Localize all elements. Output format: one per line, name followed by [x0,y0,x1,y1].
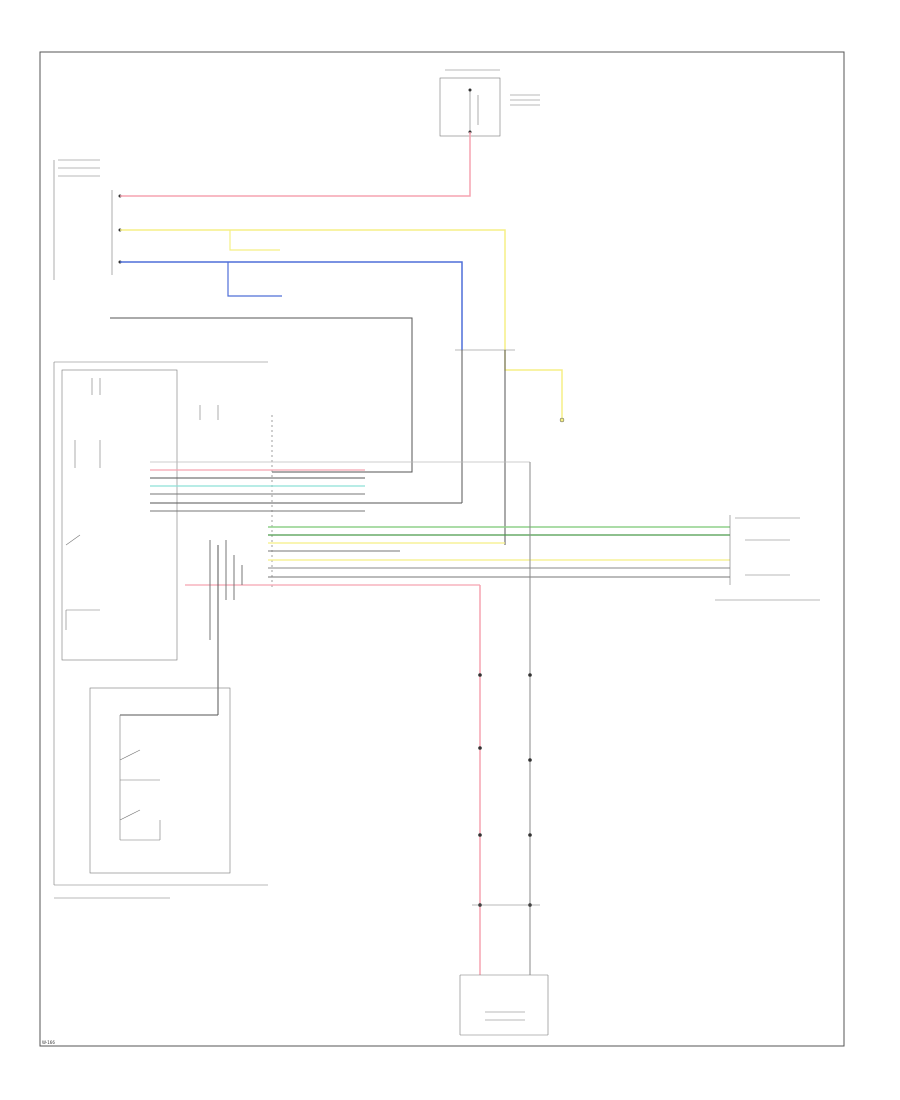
wire-yellow [120,229,563,420]
corner-code: W-166 [42,1040,55,1045]
main-control-module [53,361,268,886]
diagram-frame [39,51,845,1047]
switch-assembly-box [89,687,231,874]
mid-connector [272,349,515,545]
module-inner-box [61,369,178,661]
left-upper-module [53,159,122,280]
fuse-block [439,69,540,137]
wire-blue [120,261,463,350]
harness-wires [150,461,530,512]
right-module-labels [715,517,820,601]
wire-dark [110,317,413,473]
switch-assembly [89,687,231,874]
wire-red-power [120,132,471,197]
bottom-sensor [459,974,549,1036]
module-vertical-wires [209,540,243,715]
green-bus [185,515,731,586]
